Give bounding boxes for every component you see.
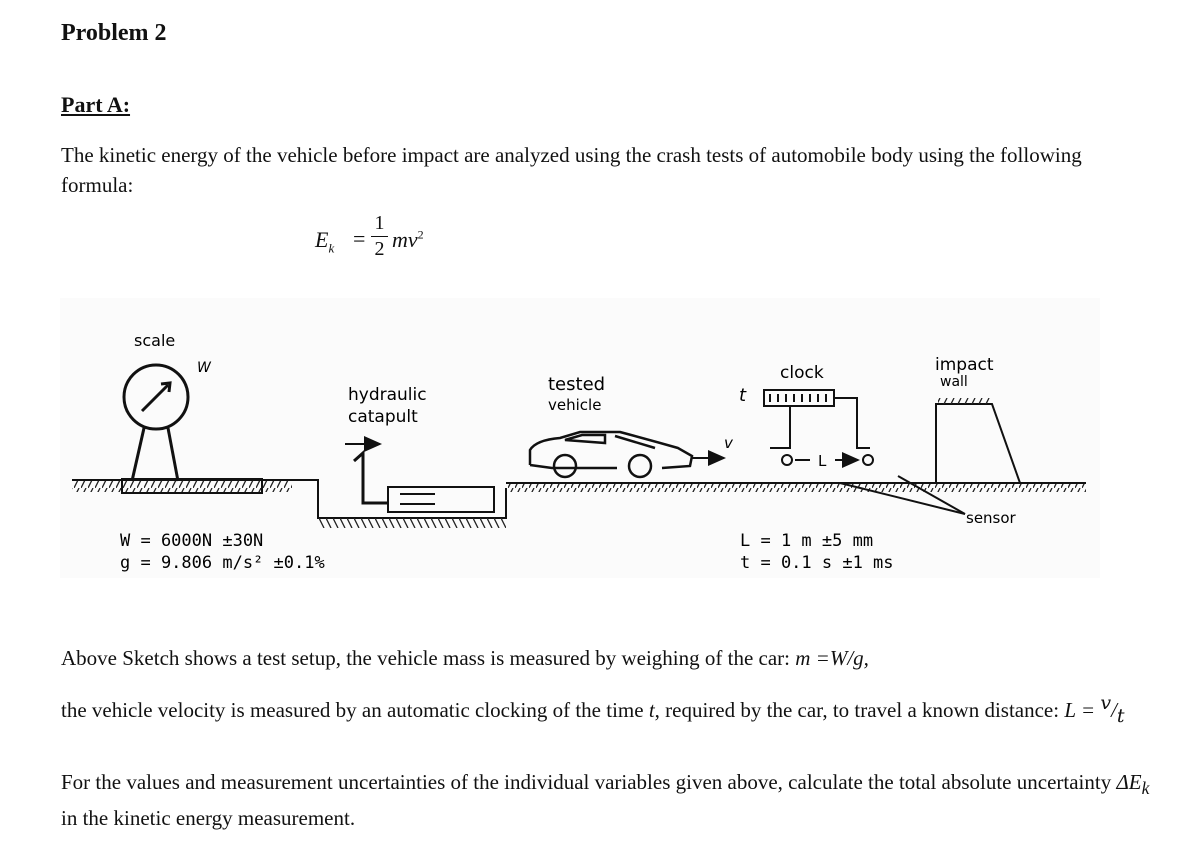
question-paragraph: For the values and measurement uncertain… [61,770,1150,831]
problem-title: Problem 2 [61,20,167,46]
intro-paragraph: The kinetic energy of the vehicle before… [61,143,1082,197]
clock-icon [763,389,870,449]
formula-lhs: Ek [315,227,335,256]
car-icon [528,430,694,479]
vehicle-label-1: tested [548,374,605,395]
impact-wall-icon [935,398,1086,492]
catapult-label-2: catapult [348,407,418,427]
formula-fraction: 1 2 [371,212,388,261]
wall-label-1: impact [935,355,994,375]
scale-label: scale [134,331,175,350]
ground-left [72,478,292,494]
sensor-label: sensor [966,509,1017,527]
part-heading: Part A: [61,92,131,117]
given-gravity: g = 9.806 m/s² ±0.1% [120,553,325,573]
catapult-pit [292,436,507,528]
w-label: W [197,360,212,376]
kinetic-energy-formula: Ek = 1 2 mv2 [312,212,452,274]
velocity-label: v [724,434,734,452]
catapult-label-1: hydraulic [348,385,427,405]
L-arrow-label: L [818,452,827,470]
scale-gauge-icon [122,363,190,482]
wall-label-2: wall [940,374,968,390]
given-time: t = 0.1 s ±1 ms [740,553,894,573]
sensor-pair-icon [781,452,966,515]
test-setup-sketch: scale W hydraulic catapult tested vehicl… [60,298,1100,578]
formula-rhs: mv2 [392,227,424,252]
delta-ek-symbol: ΔEk [1116,770,1150,799]
track-ground [506,482,956,492]
velocity-paragraph: the vehicle velocity is measured by an a… [61,692,1125,728]
given-weight: W = 6000N ±30N [120,531,263,551]
mass-paragraph: Above Sketch shows a test setup, the veh… [61,646,869,670]
clock-label: clock [780,363,824,383]
velocity-formula: L = v/t [1064,692,1125,728]
given-length: L = 1 m ±5 mm [740,531,873,551]
mass-formula: m =W/g, [795,646,869,670]
formula-equals: = [353,226,366,251]
vehicle-label-2: vehicle [548,396,601,414]
t-label: t [739,385,747,406]
